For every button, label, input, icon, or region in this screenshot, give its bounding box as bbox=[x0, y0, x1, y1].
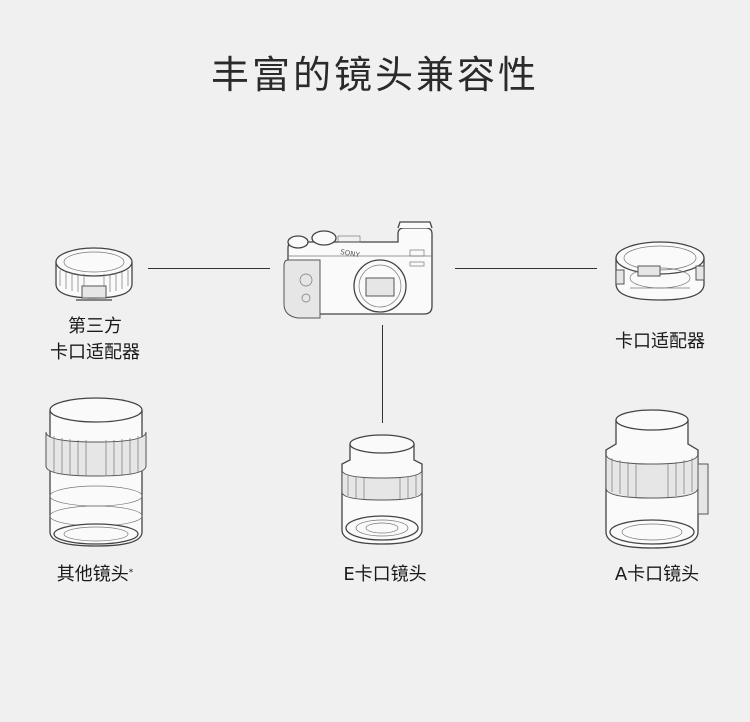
footnote-mark: * bbox=[128, 568, 134, 578]
connector-left bbox=[148, 268, 270, 269]
third-party-adapter-label: 第三方 卡口适配器 bbox=[30, 314, 160, 366]
a-mount-lens-illustration bbox=[600, 404, 712, 554]
other-lens-label: 其他镜头* bbox=[30, 562, 160, 588]
connector-down bbox=[382, 325, 383, 423]
e-mount-lens-illustration bbox=[336, 430, 428, 550]
mount-adapter-illustration bbox=[610, 236, 710, 308]
a-mount-lens-label: A卡口镜头 bbox=[614, 564, 700, 585]
third-party-adapter-label-line2: 卡口适配器 bbox=[50, 342, 140, 363]
camera-illustration: SONY bbox=[280, 220, 440, 330]
other-lens-label-text: 其他镜头 bbox=[56, 564, 129, 585]
mount-adapter-label: 卡口适配器 bbox=[615, 331, 705, 352]
connector-right bbox=[455, 268, 597, 269]
page-title: 丰富的镜头兼容性 bbox=[210, 53, 539, 97]
e-mount-lens-label: E卡口镜头 bbox=[343, 564, 427, 585]
other-lens-illustration bbox=[40, 392, 152, 552]
third-party-adapter-illustration bbox=[52, 240, 136, 306]
camera-brand-logo: SONY bbox=[340, 248, 361, 259]
third-party-adapter-label-line1: 第三方 bbox=[68, 316, 122, 337]
